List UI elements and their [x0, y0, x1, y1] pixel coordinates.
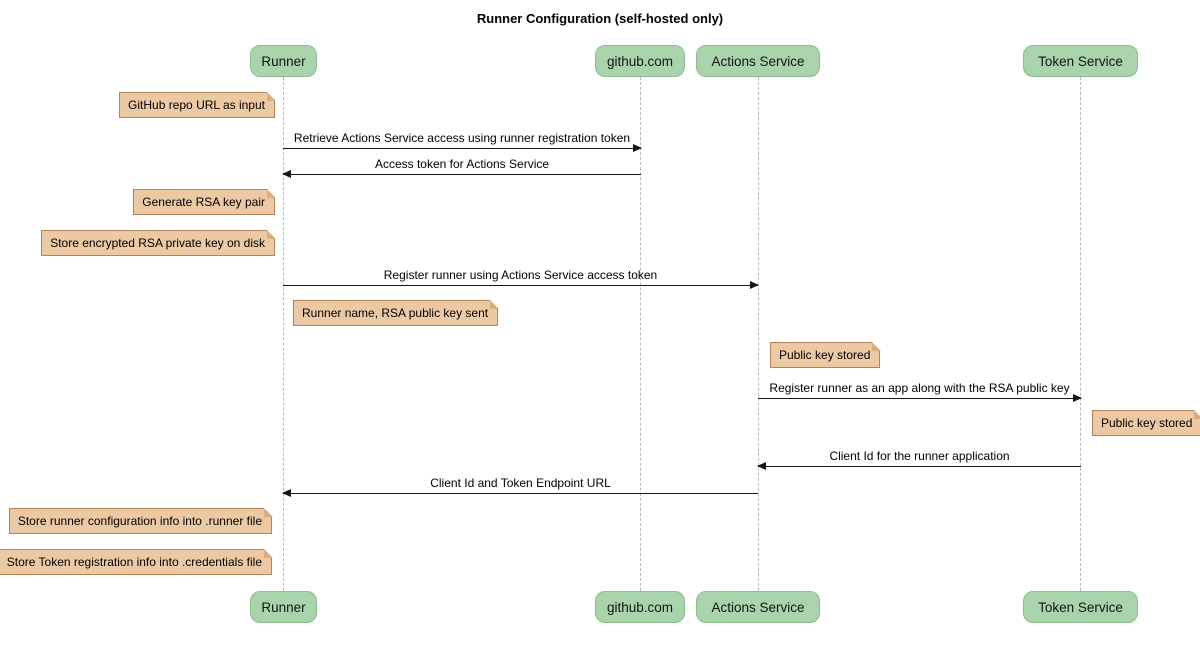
lifeline-actions-service: [758, 77, 759, 591]
note-public-key-stored-2: Public key stored: [1092, 409, 1200, 436]
arrow-line: [757, 462, 1081, 470]
message-register-runner-app: Register runner as an app along with the…: [758, 381, 1082, 402]
arrowhead-right-icon: [1073, 394, 1082, 402]
arrow-line: [758, 394, 1082, 402]
message-label: Client Id for the runner application: [829, 449, 1010, 463]
message-retrieve-actions-access: Retrieve Actions Service access using ru…: [283, 131, 642, 152]
message-client-id-endpoint: Client Id and Token Endpoint URL: [282, 476, 758, 497]
arrowhead-right-icon: [750, 281, 759, 289]
message-label: Access token for Actions Service: [374, 157, 550, 171]
note-store-private-key: Store encrypted RSA private key on disk: [41, 229, 276, 256]
arrowhead-right-icon: [633, 144, 642, 152]
participant-actions-service-bottom: Actions Service: [696, 591, 820, 623]
message-label: Client Id and Token Endpoint URL: [430, 476, 611, 490]
diagram-title: Runner Configuration (self-hosted only): [476, 11, 724, 26]
participant-actions-service-top: Actions Service: [696, 45, 820, 77]
participant-github-com-top: github.com: [595, 45, 685, 77]
participant-github-com-bottom: github.com: [595, 591, 685, 623]
participant-runner-bottom: Runner: [250, 591, 317, 623]
note-store-credentials: Store Token registration info into .cred…: [0, 548, 273, 575]
message-client-id: Client Id for the runner application: [757, 449, 1081, 470]
arrow-line: [283, 281, 759, 289]
note-runner-name-sent: Runner name, RSA public key sent: [293, 299, 499, 326]
note-github-repo-url: GitHub repo URL as input: [119, 91, 276, 118]
message-register-runner: Register runner using Actions Service ac…: [283, 268, 759, 289]
arrow-line: [283, 144, 642, 152]
participant-runner-top: Runner: [250, 45, 317, 77]
lifeline-runner: [283, 77, 284, 591]
lifeline-token-service: [1080, 77, 1081, 591]
note-generate-rsa: Generate RSA key pair: [133, 188, 276, 215]
participant-token-service-bottom: Token Service: [1023, 591, 1138, 623]
note-store-runner-file: Store runner configuration info into .ru…: [8, 507, 273, 534]
message-label: Retrieve Actions Service access using ru…: [293, 131, 631, 145]
note-public-key-stored-1: Public key stored: [770, 341, 882, 368]
arrowhead-left-icon: [757, 462, 766, 470]
message-label: Register runner using Actions Service ac…: [383, 268, 658, 282]
lifeline-github-com: [640, 77, 641, 591]
arrowhead-left-icon: [282, 489, 291, 497]
message-access-token: Access token for Actions Service: [282, 157, 641, 178]
arrow-line: [282, 489, 758, 497]
participant-token-service-top: Token Service: [1023, 45, 1138, 77]
message-label: Register runner as an app along with the…: [769, 381, 1070, 395]
arrowhead-left-icon: [282, 170, 291, 178]
arrow-line: [282, 170, 641, 178]
